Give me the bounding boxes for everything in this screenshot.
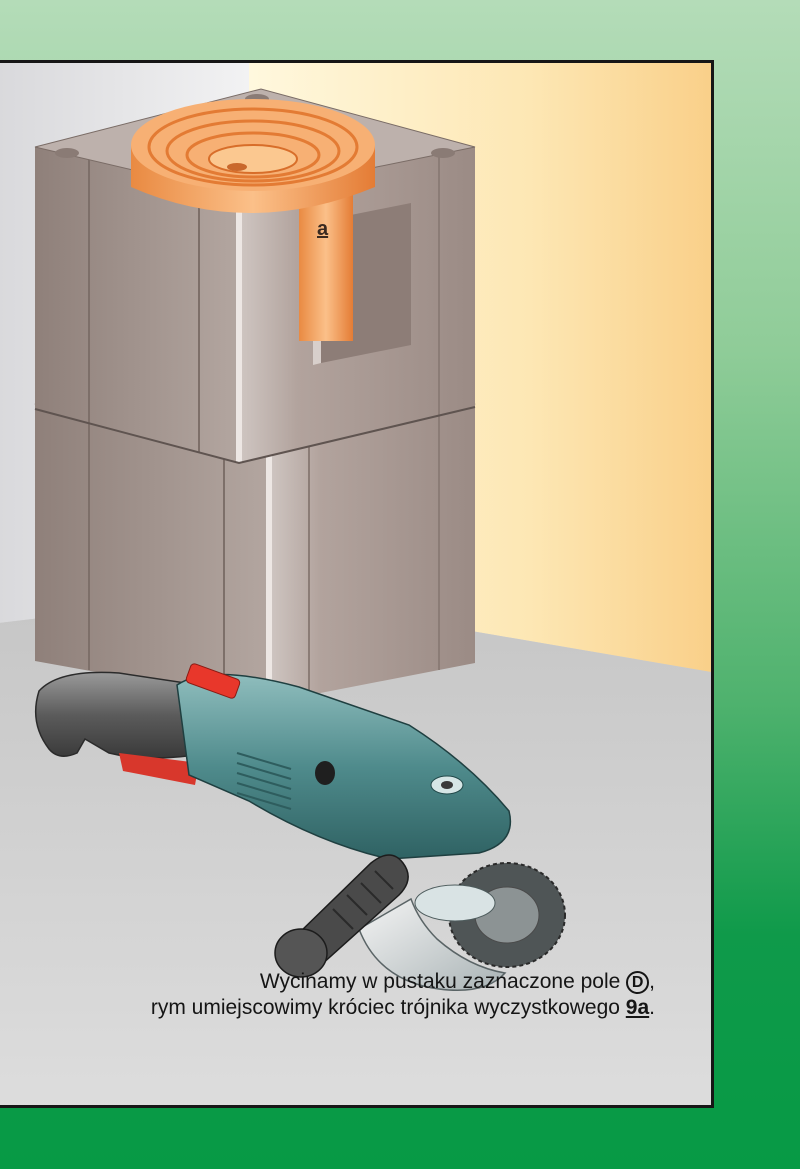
grinder-side-handle [298,854,409,967]
angle-grinder [34,663,566,992]
caption-line-2-end: . [649,996,655,1019]
caption-line-2: rym umiejscowimy króciec trójnika wyczys… [0,995,655,1021]
caption-line-2-text: rym umiejscowimy króciec trójnika wyczys… [150,996,620,1019]
field-marker-d: D [626,971,650,994]
grinder-vents [236,752,292,810]
caption-line-1: Wycinamy w pustaku zaznaczone pole D, [0,969,655,995]
chimney-block-lower [34,401,476,703]
ceramic-liner: a [131,99,375,341]
chimney-installation-illustration: a [0,63,711,1105]
illustration-panel: a [0,60,714,1108]
caption-line-1-end: , [649,970,655,993]
caption: Wycinamy w pustaku zaznaczone pole D, ry… [0,969,655,1021]
part-code: 9a [625,996,650,1019]
grinder-body [176,673,512,860]
grinder-power-switch [185,663,241,699]
disc-guard [358,897,507,992]
liner-stamp: a [317,218,329,240]
caption-line-1-text: Wycinamy w pustaku zaznaczone pole [259,970,621,993]
